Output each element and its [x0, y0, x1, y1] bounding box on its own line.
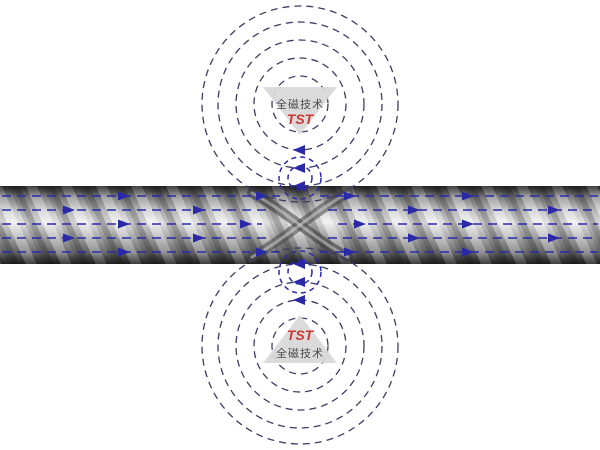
arrowhead-right-icon	[344, 191, 356, 201]
arrowhead-right-icon	[354, 219, 366, 229]
arrowhead-right-icon	[256, 247, 268, 257]
arrowhead-right-icon	[408, 205, 420, 215]
field-line-circle	[201, 247, 399, 445]
field-line-circle	[201, 5, 399, 203]
arrowhead-right-icon	[462, 247, 474, 257]
arrowhead-left-icon	[293, 277, 305, 287]
arrowhead-right-icon	[462, 191, 474, 201]
arrowhead-right-icon	[118, 219, 130, 229]
arrowhead-right-icon	[118, 191, 130, 201]
leakage-loop-circle	[278, 156, 322, 200]
arrowhead-right-icon	[63, 205, 75, 215]
watermark-triangle-icon	[263, 87, 337, 135]
watermark-logo-text: TST	[287, 111, 315, 127]
field-line-circle	[271, 75, 329, 133]
leakage-loop-arrowheads	[293, 145, 305, 305]
arrowhead-right-icon	[344, 247, 356, 257]
field-line-circle	[271, 317, 329, 375]
arrowhead-left-icon	[293, 295, 305, 305]
flux-lines-left	[2, 195, 280, 253]
watermark-top: 全磁技术 TST	[263, 87, 337, 135]
arrowhead-right-icon	[408, 233, 420, 243]
watermark-triangle-icon	[263, 315, 337, 363]
watermark-bottom: TST 全磁技术	[263, 315, 337, 363]
arrowhead-right-icon	[63, 233, 75, 243]
arrowhead-left-icon	[293, 259, 305, 269]
arrowhead-right-icon	[240, 219, 252, 229]
arrowhead-right-icon	[256, 191, 268, 201]
arrowhead-right-icon	[193, 205, 205, 215]
flux-arrowheads	[63, 191, 560, 257]
arrowhead-left-icon	[293, 163, 305, 173]
flux-lines-right	[320, 195, 598, 253]
arrowhead-right-icon	[548, 233, 560, 243]
field-line-circle	[217, 21, 383, 187]
arrowhead-right-icon	[193, 233, 205, 243]
arrowhead-left-icon	[293, 181, 305, 191]
watermark-brand-text: 全磁技术	[276, 346, 324, 360]
watermark-brand-text: 全磁技术	[276, 97, 324, 111]
watermark-logo-text: TST	[287, 327, 315, 343]
leakage-loop-circle	[278, 250, 322, 294]
wire-rope	[0, 186, 600, 264]
arrowhead-right-icon	[548, 205, 560, 215]
arrowhead-left-icon	[293, 145, 305, 155]
arrowhead-right-icon	[462, 219, 474, 229]
arrowhead-right-icon	[118, 247, 130, 257]
